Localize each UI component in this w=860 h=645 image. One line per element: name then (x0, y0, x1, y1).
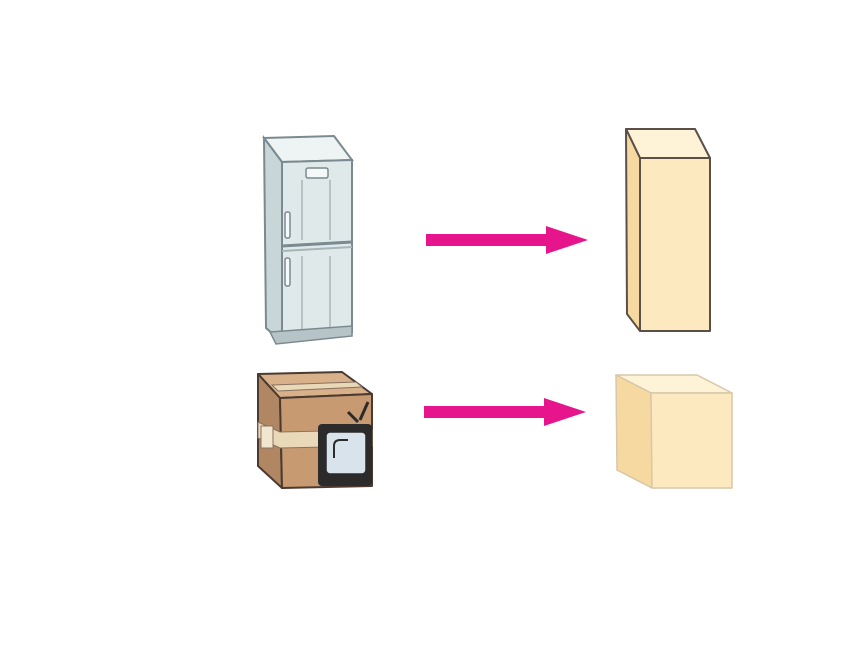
cube-icon (616, 375, 732, 488)
refrigerator-icon (264, 136, 352, 344)
tall-cuboid-icon (626, 129, 710, 331)
arrow-2 (424, 398, 586, 426)
tv-in-box-icon (258, 372, 372, 488)
arrow-1 (426, 226, 588, 254)
